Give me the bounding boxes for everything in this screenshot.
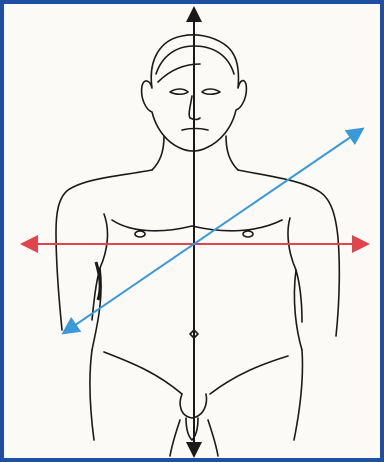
- right-shoulder-arm: [238, 170, 339, 336]
- neck-right: [226, 136, 238, 170]
- body-outline: [56, 35, 339, 456]
- right-inner-leg: [208, 420, 218, 456]
- left-hip: [90, 350, 94, 440]
- sagittal-axis: [68, 132, 358, 330]
- left-groin: [104, 352, 182, 394]
- chest-line: [112, 220, 282, 231]
- neck-left: [152, 136, 164, 170]
- left-eye: [170, 89, 188, 94]
- right-hip: [294, 350, 303, 440]
- right-eye: [202, 89, 220, 94]
- left-inner-leg: [170, 420, 180, 456]
- right-groin: [210, 356, 288, 394]
- right-nipple: [243, 231, 253, 237]
- left-nipple: [135, 231, 145, 237]
